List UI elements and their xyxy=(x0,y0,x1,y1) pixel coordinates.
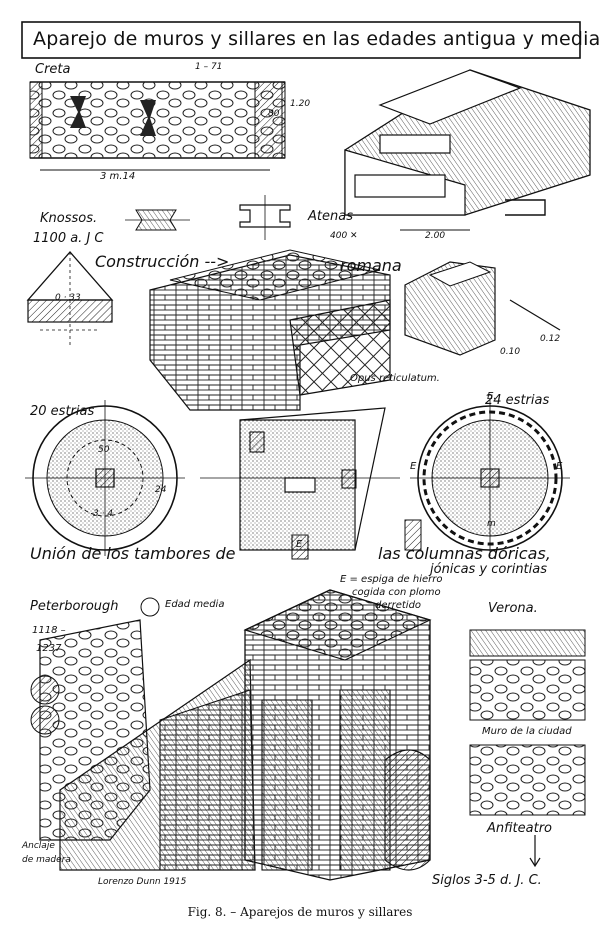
label-e-top: E. xyxy=(487,391,497,402)
label-24-estrias: 24 estrias xyxy=(485,393,550,408)
label-dim-1-20: 1.20 xyxy=(290,99,311,109)
label-edad-media: Edad media xyxy=(165,599,225,610)
label-e-bottom: m xyxy=(487,519,496,529)
label-atenas: Atenas xyxy=(308,209,353,224)
label-dim-50: 50 xyxy=(98,445,110,455)
label-e-center: E xyxy=(296,539,303,550)
label-anclaje-2: de madera xyxy=(22,855,71,865)
roman-pyramid-diagram xyxy=(26,251,114,345)
label-knossos: Knossos. xyxy=(40,211,98,226)
peterborough-masonry xyxy=(30,589,432,881)
label-atenas-dim-2: 2.00 xyxy=(425,231,446,241)
label-muro-ciudad: Muro de la ciudad xyxy=(482,726,572,737)
knossos-clamp-details xyxy=(125,195,291,240)
column-drum-right xyxy=(410,400,570,556)
label-20-estrias: 20 estrias xyxy=(30,404,95,419)
label-e-right: E xyxy=(556,461,563,472)
label-dim-0-33: 0 · 33 xyxy=(55,293,81,303)
atenas-block-drawing xyxy=(344,69,591,231)
label-atenas-dim-400: 400 ✕ xyxy=(330,231,358,241)
label-date-1237: 1237 xyxy=(36,643,62,654)
label-construccion: Construcción --> xyxy=(95,252,230,271)
label-dim-80: 80 xyxy=(268,109,280,119)
label-knossos-date: 1100 a. J C xyxy=(33,231,104,246)
plate-title: Aparejo de muros y sillares en las edade… xyxy=(33,28,600,50)
label-dim-0-10: 0.10 xyxy=(500,347,521,357)
label-e-left: E xyxy=(410,461,417,472)
label-romana: romana xyxy=(340,256,402,275)
label-dim-1-71: 1 – 71 xyxy=(195,62,223,72)
label-dim-3-14: 3 m.14 xyxy=(100,171,136,182)
column-drum-section xyxy=(200,407,422,560)
label-espiga-3: derretido xyxy=(375,600,422,611)
artist-signature: Lorenzo Dunn 1915 xyxy=(98,877,187,887)
stepped-stone-blocks xyxy=(404,261,561,356)
roman-wall-drawing xyxy=(149,249,391,411)
label-espiga-1: E = espiga de hierro xyxy=(340,574,443,585)
label-peterborough: Peterborough xyxy=(30,599,119,614)
figure-caption: Fig. 8. – Aparejos de muros y sillares xyxy=(187,905,413,919)
verona-wall-courses xyxy=(469,629,586,868)
label-espiga-2: cogida con plomo xyxy=(352,587,441,598)
label-verona: Verona. xyxy=(488,601,538,616)
label-date-1118: 1118 – xyxy=(32,625,66,636)
label-dim-24: 24 xyxy=(155,485,167,495)
label-columnas-doricas: las columnas dóricas, xyxy=(378,544,551,563)
label-opus-reticulatum: Opus reticulatum. xyxy=(350,373,440,384)
label-siglos: Siglos 3-5 d. J. C. xyxy=(432,873,542,888)
label-union-tambores: Unión de los tambores de xyxy=(30,544,236,563)
column-drum-left xyxy=(25,400,185,556)
title-frame xyxy=(21,21,581,59)
creta-wall-section xyxy=(29,81,286,171)
label-anfiteatro: Anfiteatro xyxy=(487,821,552,836)
label-dim-0-12: 0.12 xyxy=(540,334,561,344)
label-anclaje-1: Anclaje xyxy=(22,841,55,851)
label-jonicas-corintias: jónicas y corintias xyxy=(430,562,548,577)
label-creta: Creta xyxy=(35,62,71,77)
label-dim-3-4: 3 · 4 xyxy=(93,509,114,519)
